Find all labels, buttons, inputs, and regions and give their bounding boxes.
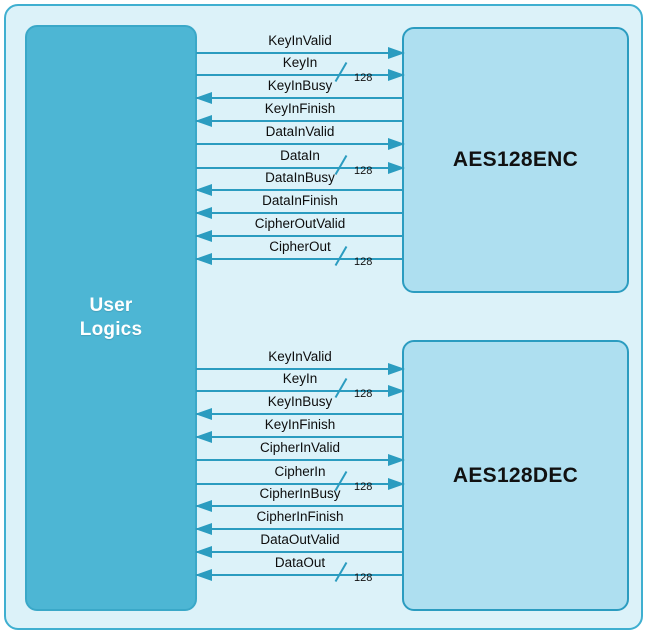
arrow-right-icon	[388, 162, 405, 174]
signal-label: KeyIn	[282, 55, 318, 70]
signal-line	[196, 368, 404, 370]
arrow-left-icon	[195, 569, 212, 581]
arrow-right-icon	[388, 138, 405, 150]
signal-line	[196, 258, 404, 260]
arrow-left-icon	[195, 500, 212, 512]
signal-label: CipherInFinish	[256, 509, 344, 524]
signal-line	[196, 436, 404, 438]
signal-label: DataInBusy	[265, 170, 335, 185]
arrow-right-icon	[388, 478, 405, 490]
signal-line	[196, 528, 404, 530]
signal-line	[196, 143, 404, 145]
arrow-left-icon	[195, 184, 212, 196]
signal-line	[196, 189, 404, 191]
signal-label: KeyInFinish	[264, 417, 336, 432]
signal-label: CipherIn	[274, 464, 326, 479]
signal-label: DataInFinish	[262, 193, 338, 208]
signal-label: DataOutValid	[260, 532, 340, 547]
arrow-left-icon	[195, 115, 212, 127]
arrow-right-icon	[388, 363, 405, 375]
signal-label: KeyIn	[282, 371, 318, 386]
signal-label: CipherInValid	[259, 440, 341, 455]
aes128dec-block: AES128DEC	[402, 340, 629, 611]
arrow-left-icon	[195, 523, 212, 535]
signal-line	[196, 97, 404, 99]
arrow-left-icon	[195, 207, 212, 219]
signal-label: CipherInBusy	[259, 486, 341, 501]
arrow-left-icon	[195, 92, 212, 104]
arrow-left-icon	[195, 253, 212, 265]
signal-label: KeyInValid	[268, 33, 332, 48]
arrow-right-icon	[388, 47, 405, 59]
signal-line	[196, 505, 404, 507]
arrow-right-icon	[388, 454, 405, 466]
signal-line	[196, 167, 404, 169]
arrow-left-icon	[195, 230, 212, 242]
arrow-left-icon	[195, 408, 212, 420]
signal-label: KeyInBusy	[267, 78, 333, 93]
user-logics-block: User Logics	[25, 25, 197, 611]
arrow-left-icon	[195, 431, 212, 443]
aes128dec-title: AES128DEC	[452, 463, 579, 487]
signal-label: CipherOutValid	[254, 216, 346, 231]
arrow-left-icon	[195, 546, 212, 558]
signal-line	[196, 235, 404, 237]
signal-label: DataOut	[274, 555, 326, 570]
aes128enc-block: AES128ENC	[402, 27, 629, 293]
signal-line	[196, 212, 404, 214]
signal-line	[196, 390, 404, 392]
signal-line	[196, 551, 404, 553]
signal-label: KeyInBusy	[267, 394, 333, 409]
signal-label: CipherOut	[269, 239, 331, 254]
user-logics-label: User Logics	[79, 294, 143, 340]
signal-label: DataInValid	[265, 124, 335, 139]
signal-line	[196, 52, 404, 54]
signal-line	[196, 574, 404, 576]
signal-label: KeyInValid	[268, 349, 332, 364]
arrow-right-icon	[388, 385, 405, 397]
signal-label: KeyInFinish	[264, 101, 336, 116]
arrow-right-icon	[388, 69, 405, 81]
signal-label: DataIn	[280, 148, 320, 163]
aes128enc-title: AES128ENC	[452, 148, 579, 171]
signal-line	[196, 120, 404, 122]
signal-line	[196, 483, 404, 485]
signal-line	[196, 74, 404, 76]
signal-line	[196, 413, 404, 415]
signal-line	[196, 459, 404, 461]
